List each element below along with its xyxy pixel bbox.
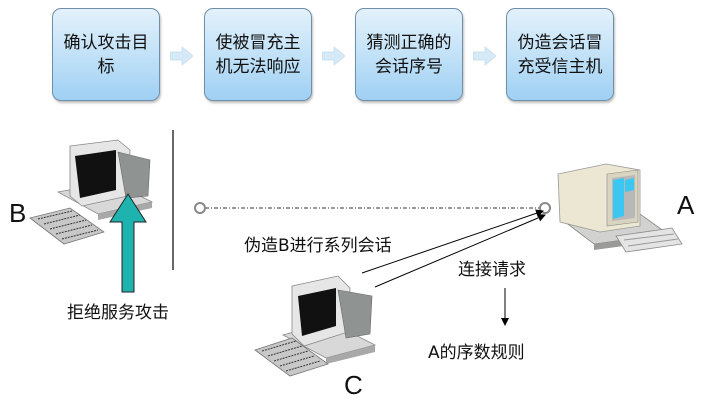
step-guess-sequence: 猜测正确的会话序号 [355,8,463,101]
session-endpoint-b [194,202,206,214]
step-impersonate-host: 伪造会话冒充受信主机 [506,8,614,101]
step-text: 使被冒充主机无法响应 [215,32,301,77]
node-label-a: A [677,190,695,220]
sequence-rule-label: A的序数规则 [428,343,525,363]
node-label-b: B [9,198,27,228]
node-label-c: C [344,370,363,400]
connect-request-label: 连接请求 [458,260,526,280]
step-text: 确认攻击目标 [63,32,149,77]
connect-arrow-2 [374,214,546,288]
flow-arrow-icon [322,46,346,66]
dos-attack-label: 拒绝服务攻击 [67,303,169,323]
step-confirm-target: 确认攻击目标 [52,8,160,101]
computer-c-icon [254,275,377,377]
computer-a-icon [557,163,683,253]
forge-session-label: 伪造B进行系列会话 [244,236,392,256]
step-disable-host: 使被冒充主机无法响应 [204,8,312,101]
flow-arrow-icon [170,46,194,66]
step-text: 猜测正确的会话序号 [366,32,452,77]
flow-arrow-icon [473,46,497,66]
connect-arrow-1 [361,209,544,274]
dos-attack-arrow [109,193,147,293]
step-text: 伪造会话冒充受信主机 [517,32,603,77]
